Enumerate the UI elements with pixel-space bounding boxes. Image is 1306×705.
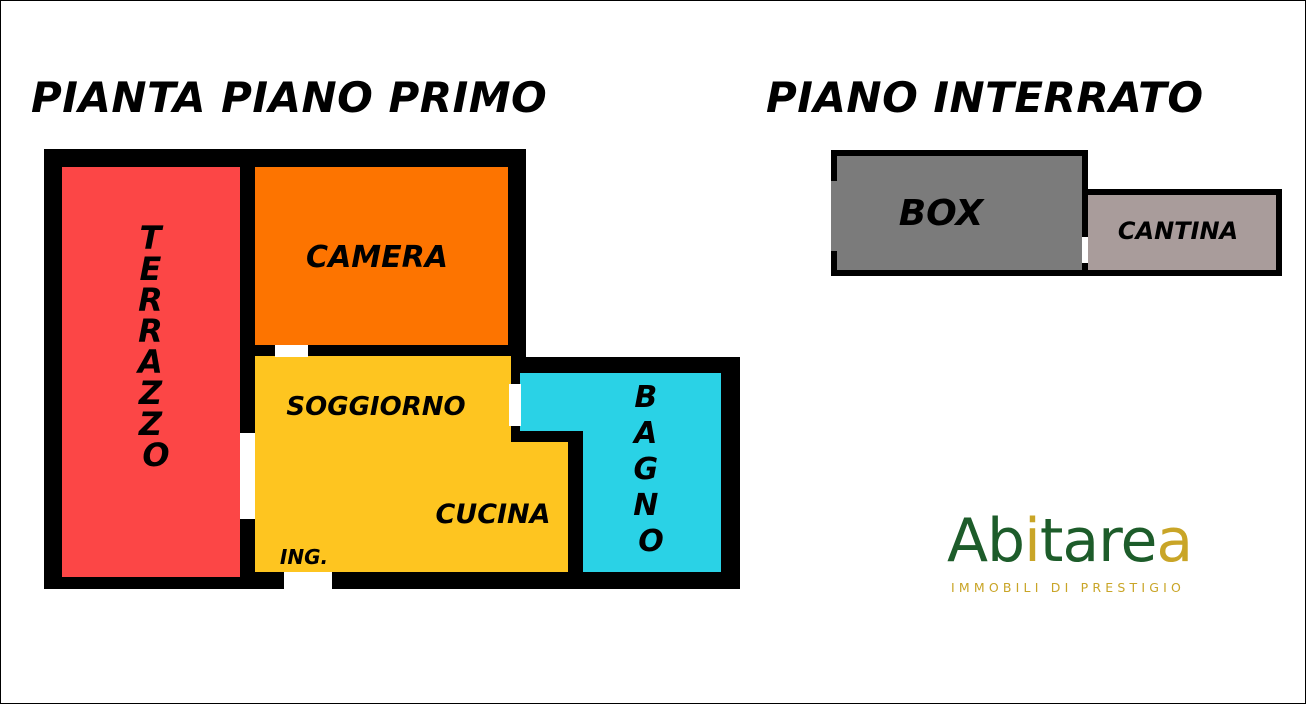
label-bagno-letter: B — [634, 380, 657, 415]
room-box — [837, 156, 1082, 270]
label-soggiorno: SOGGIORNO — [286, 392, 465, 422]
label-bagno-letter: N — [633, 488, 658, 523]
label-terrazzo-letter: R — [138, 312, 163, 350]
room-bagno — [520, 373, 721, 572]
label-terrazzo-letter: E — [140, 250, 162, 288]
label-terrazzo-letter: R — [138, 281, 163, 319]
logo-person-icon: i — [1024, 506, 1041, 576]
room-cantina — [1088, 195, 1276, 270]
label-bagno-letter: G — [633, 452, 658, 487]
logo-word-mid: tare — [1039, 506, 1158, 576]
label-cantina: CANTINA — [1118, 217, 1238, 245]
label-terrazzo-letter: A — [135, 343, 163, 381]
door-terrazzo — [240, 433, 255, 519]
label-terrazzo-letter: Z — [138, 405, 163, 443]
label-terrazzo-letter: Z — [138, 374, 163, 412]
opening-box — [831, 181, 837, 251]
logo-tagline: IMMOBILI DI PRESTIGIO — [951, 580, 1186, 595]
basement-title: PIANO INTERRATO — [766, 73, 1204, 122]
basement-plan: BOX CANTINA — [831, 150, 1282, 276]
label-terrazzo-letter: O — [142, 436, 169, 474]
room-soggiorno-cucina — [255, 356, 568, 572]
logo-word-start: Ab — [947, 506, 1025, 576]
label-terrazzo-letter: T — [140, 219, 164, 257]
first-floor-title: PIANTA PIANO PRIMO — [31, 73, 548, 122]
label-terrazzo: T E R R A Z Z O — [135, 219, 174, 474]
logo-wordmark: Abitarea — [947, 506, 1193, 576]
label-bagno: B A G N O — [632, 380, 669, 559]
door-bagno — [509, 384, 521, 426]
door-camera-soggiorno — [275, 345, 308, 357]
label-ingresso: ING. — [280, 545, 328, 569]
door-cantina — [1082, 237, 1088, 263]
label-camera: CAMERA — [306, 240, 448, 275]
room-camera — [255, 167, 508, 345]
label-bagno-letter: O — [638, 524, 664, 559]
abitarea-logo: Abitarea IMMOBILI DI PRESTIGIO — [947, 506, 1247, 601]
label-cucina: CUCINA — [435, 499, 550, 530]
label-bagno-letter: A — [632, 416, 657, 451]
label-box: BOX — [899, 193, 986, 234]
first-floor-plan: T E R R A Z Z O CAMERA SOGGIORNO CUCINA … — [44, 149, 740, 589]
room-terrazzo — [62, 167, 240, 577]
logo-word-end: a — [1156, 506, 1193, 576]
door-ingresso — [284, 572, 332, 589]
